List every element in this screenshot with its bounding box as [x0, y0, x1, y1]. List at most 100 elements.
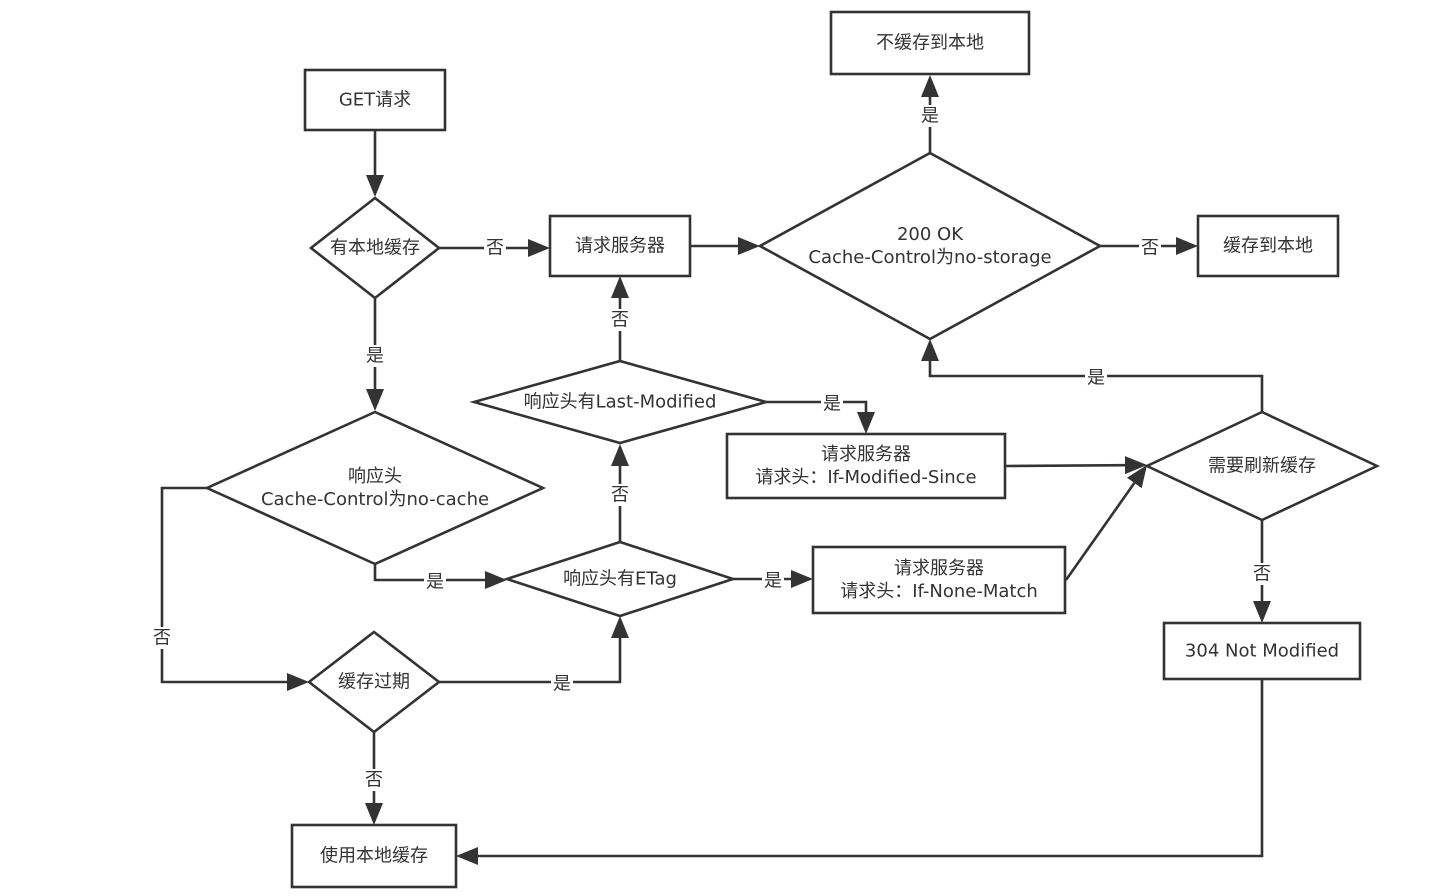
edge-label-background: [919, 105, 941, 127]
edge-label: 是: [821, 393, 843, 415]
node-label: Cache-Control为no-cache: [261, 489, 489, 510]
edge-label-background: [609, 309, 631, 331]
node-label: 响应头有ETag: [563, 569, 677, 590]
connector-line: [766, 400, 868, 412]
node-request-server: 请求服务器: [548, 214, 692, 278]
edge-label: 否: [151, 627, 173, 649]
decision-diamond: [306, 630, 442, 734]
node-label: 不缓存到本地: [876, 33, 984, 54]
decision-diamond: [1143, 410, 1381, 522]
edge-label: 否: [1251, 563, 1273, 585]
decision-diamond: [502, 540, 738, 618]
node-label: 请求服务器: [894, 558, 984, 579]
process-box: [1162, 621, 1362, 681]
edge-label-text: 否: [486, 238, 504, 259]
node-no-cache-local: 不缓存到本地: [829, 10, 1031, 76]
node-has-last-modified: 响应头有Last-Modified: [469, 359, 771, 445]
arrowhead-icon: [485, 571, 507, 589]
process-box: [829, 10, 1031, 76]
arrowhead-icon: [287, 673, 309, 691]
node-label: 有本地缓存: [330, 238, 420, 259]
connector-line: [478, 679, 1264, 858]
connector-line: [439, 638, 622, 684]
node-label: 请求头：If-Modified-Since: [755, 467, 976, 488]
edge-label-background: [1251, 563, 1273, 585]
edge-req-if-none-match-to-need-refresh: [1064, 465, 1147, 581]
process-box: [811, 545, 1067, 615]
edge-cache-expired-to-use-local-cache: [365, 732, 383, 825]
node-label: 响应头: [348, 466, 402, 487]
edge-label: 否: [609, 484, 631, 506]
arrowhead-icon: [365, 803, 383, 825]
edge-label-text: 是: [921, 106, 939, 127]
edge-label-text: 是: [823, 394, 841, 415]
edge-label: 否: [484, 237, 506, 259]
edge-no-cache-header-to-has-etag: [373, 565, 507, 589]
node-use-local-cache: 使用本地缓存: [290, 823, 458, 889]
node-has-etag: 响应头有ETag: [502, 540, 738, 618]
edge-label-background: [821, 393, 843, 415]
edge-req-if-modified-since-to-need-refresh: [1004, 456, 1147, 475]
edge-label-background: [151, 627, 173, 649]
arrowhead-icon: [857, 412, 875, 434]
edge-no-cache-header-to-cache-expired: [160, 486, 309, 691]
arrowhead-icon: [366, 389, 384, 411]
edge-label-text: 是: [1087, 368, 1105, 389]
edge-label-background: [1085, 367, 1107, 389]
edge-label-text: 是: [764, 571, 782, 592]
process-box: [725, 432, 1007, 500]
arrowhead-icon: [738, 237, 760, 255]
edge-label-text: 是: [426, 572, 444, 593]
edge-has-local-cache-to-request-server: [439, 239, 550, 257]
arrowhead-icon: [921, 339, 939, 361]
nodes-layer: GET请求有本地缓存请求服务器200 OKCache-Control为no-st…: [203, 10, 1381, 889]
connector-line: [160, 486, 287, 684]
arrowhead-icon: [1126, 465, 1147, 489]
edge-label-background: [551, 673, 573, 695]
node-label: GET请求: [339, 90, 411, 111]
process-box: [1196, 214, 1340, 278]
node-label: 请求头：If-None-Match: [840, 581, 1038, 602]
edge-label: 是: [1085, 367, 1107, 389]
edge-label: 是: [364, 345, 386, 367]
edge-label: 是: [762, 570, 784, 592]
node-cache-expired: 缓存过期: [306, 630, 442, 734]
edge-get-request-to-has-local-cache: [366, 130, 384, 197]
edge-label: 否: [363, 769, 385, 791]
arrowhead-icon: [528, 239, 550, 257]
edge-label-background: [762, 570, 784, 592]
edge-need-refresh-to-not-modified-304: [1253, 520, 1271, 623]
edge-label: 是: [424, 571, 446, 593]
arrowhead-icon: [366, 175, 384, 197]
node-label: 304 Not Modified: [1185, 641, 1339, 662]
edges-layer: [160, 75, 1271, 865]
arrowhead-icon: [611, 616, 629, 638]
node-label: 缓存过期: [338, 672, 410, 693]
edge-label-text: 否: [1141, 238, 1159, 259]
node-not-modified-304: 304 Not Modified: [1162, 621, 1362, 681]
connector-line: [1064, 482, 1136, 581]
arrowhead-icon: [611, 444, 629, 466]
edge-cache-expired-to-has-etag: [439, 616, 629, 684]
decision-diamond: [757, 151, 1103, 341]
edge-label-text: 是: [553, 674, 571, 695]
edge-label: 是: [551, 673, 573, 695]
node-label: 200 OK: [897, 224, 964, 245]
arrowhead-icon: [611, 276, 629, 298]
decision-diamond: [203, 410, 547, 566]
decision-diamond: [469, 359, 771, 445]
edge-ok-no-storage-to-cache-local: [1100, 237, 1198, 255]
arrowhead-icon: [1176, 237, 1198, 255]
edge-label: 否: [609, 309, 631, 331]
edge-label-background: [609, 484, 631, 506]
edge-label-background: [363, 769, 385, 791]
arrowhead-icon: [921, 75, 939, 97]
decision-diamond: [308, 196, 442, 300]
edge-label-text: 否: [611, 310, 629, 331]
